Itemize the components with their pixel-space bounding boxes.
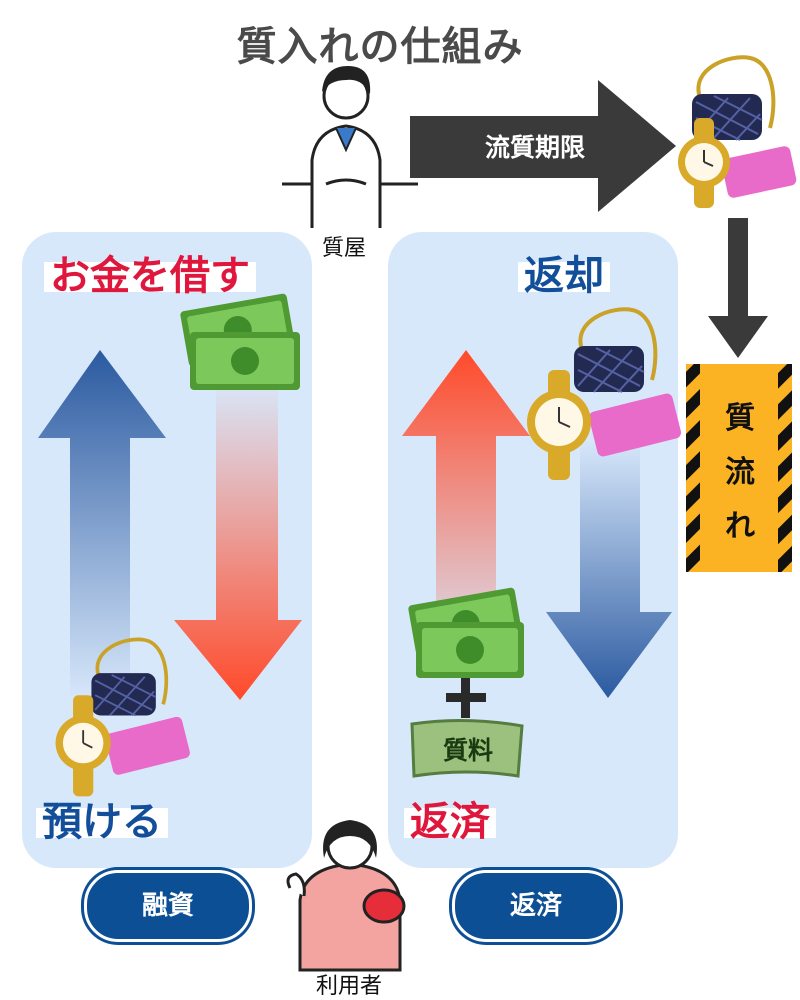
forfeit-down-arrow	[708, 218, 768, 358]
user-person-icon	[286, 820, 406, 972]
pawnshop-clerk-icon	[282, 66, 418, 228]
collateral-items-icon	[55, 637, 190, 797]
money-bill-icon	[416, 622, 524, 678]
left-blue-up-arrow	[38, 350, 166, 700]
collateral-items-icon	[678, 55, 797, 208]
flow-deadline-arrow	[410, 80, 676, 212]
plus-icon	[446, 678, 486, 718]
flow-deadline-label: 流質期限	[484, 133, 585, 162]
return-heading: 返却	[518, 256, 610, 296]
pawnshop-label: 質屋	[322, 236, 367, 261]
deposit-heading: 預ける	[36, 802, 168, 842]
page-title: 質入れの仕組み	[236, 24, 524, 70]
fee-bill-icon	[410, 718, 524, 778]
forfeit-sign-text: 質 流 れ	[700, 392, 780, 554]
forfeit-sign-char: 流	[725, 455, 755, 490]
user-label: 利用者	[316, 974, 383, 999]
right-blue-down-arrow	[546, 440, 672, 698]
right-red-up-arrow	[402, 350, 530, 672]
collateral-items-icon	[527, 307, 682, 480]
fee-label: 質料	[442, 736, 493, 765]
money-bill-icon	[190, 332, 300, 390]
forfeit-sign-char: 質	[725, 401, 755, 436]
repayment-heading: 返済	[404, 802, 496, 842]
left-red-down-arrow	[174, 380, 302, 700]
borrow-money-heading: お金を借す	[44, 256, 256, 296]
financing-pill: 融資	[84, 870, 252, 942]
forfeit-sign	[686, 364, 792, 572]
forfeit-sign-char: れ	[725, 509, 755, 544]
repayment-pill: 返済	[452, 870, 620, 942]
